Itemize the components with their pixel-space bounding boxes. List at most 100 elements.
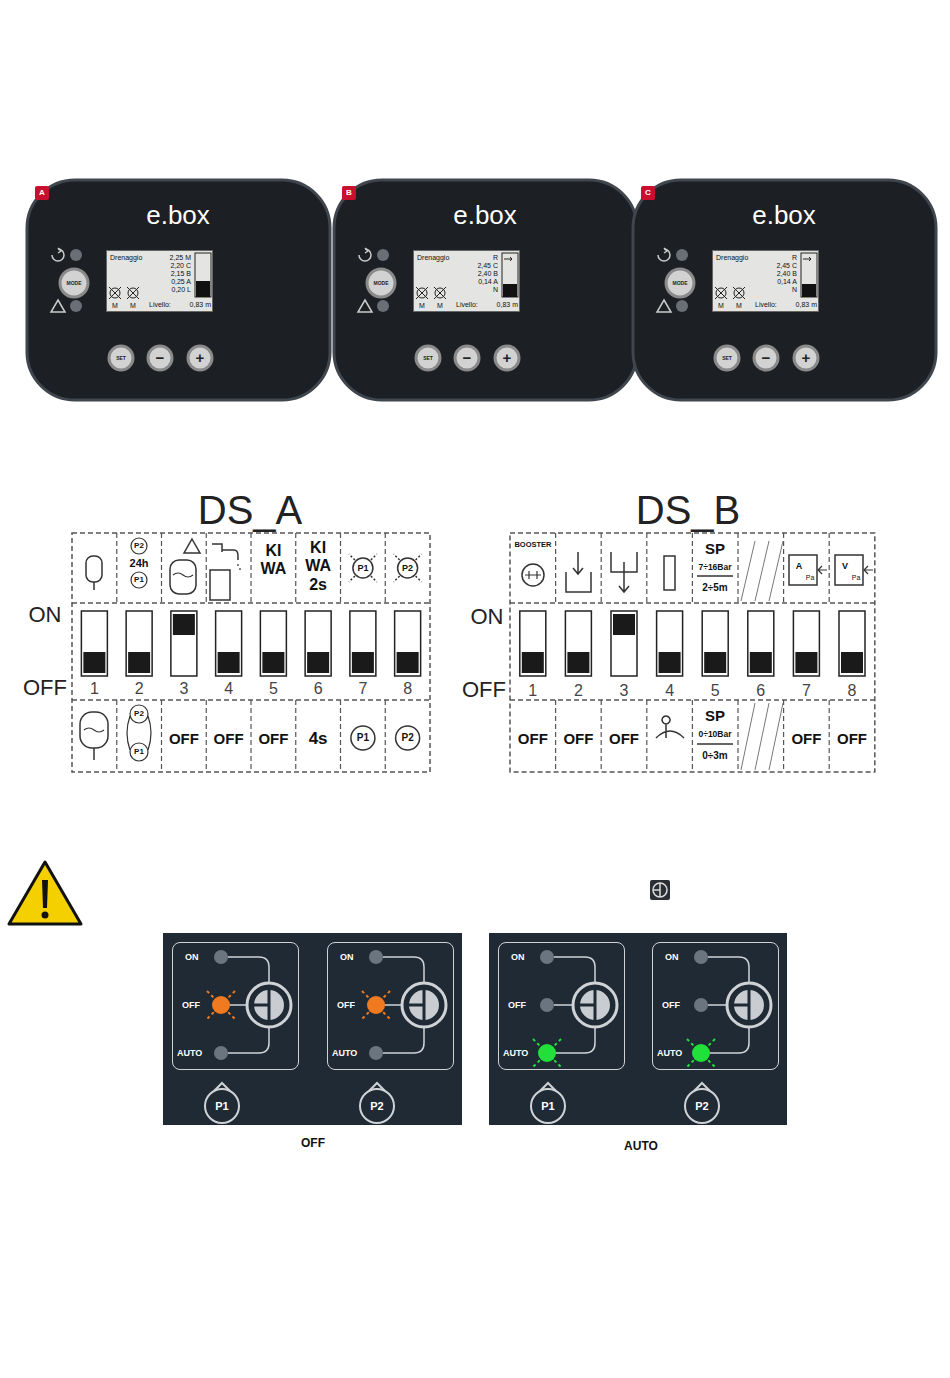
pump-symbol xyxy=(685,1089,719,1123)
label: P2 xyxy=(134,542,144,550)
label: BOOSTER xyxy=(514,541,551,549)
pump-state-icon xyxy=(434,287,446,299)
dip-switch xyxy=(565,611,591,676)
label: MODE xyxy=(67,281,82,286)
label: − xyxy=(156,350,165,365)
display-screen: Drenaggio2,25 M2,20 C2,15 B0,25 A0,20 LM… xyxy=(106,250,213,312)
led-blink-mark xyxy=(207,991,235,1019)
selector-panel: ONOFFAUTOP2 xyxy=(327,942,454,1070)
unused-hatch xyxy=(769,541,783,601)
panel-text: OFF xyxy=(182,1001,200,1010)
dip-table-rule xyxy=(161,533,162,603)
label: DS_B xyxy=(636,490,741,530)
screen-text: 2,15 B xyxy=(171,270,191,277)
selector-knob xyxy=(580,990,595,1020)
screen-text: Livello: xyxy=(755,301,777,308)
selector-knob xyxy=(580,990,610,1020)
exclusion-mark xyxy=(349,554,355,560)
label: 24h xyxy=(130,558,149,569)
pump-symbol xyxy=(205,1089,239,1123)
arrow-in xyxy=(573,552,583,574)
key-button xyxy=(148,346,172,370)
pump-icon xyxy=(131,572,147,588)
display-screen: DrenaggioR2,45 C2,40 B0,14 ANMMLivello:0… xyxy=(712,250,819,312)
dip-table-rule xyxy=(295,533,296,603)
label: C xyxy=(645,189,651,197)
label: OFF xyxy=(301,1137,325,1149)
dip-switch-lever xyxy=(218,652,240,673)
state-led xyxy=(694,998,708,1012)
selector-knob xyxy=(734,990,749,1020)
label: KI WA 2s xyxy=(303,539,333,594)
label: 1 xyxy=(528,683,537,699)
label: OFF xyxy=(837,731,867,746)
unused-hatch xyxy=(769,703,783,770)
mode-button xyxy=(60,269,88,297)
level-fill xyxy=(802,284,816,297)
dip-switch xyxy=(839,611,865,676)
label: OFF xyxy=(169,731,199,746)
pump-state-icon xyxy=(417,288,427,298)
panel-text: ON xyxy=(185,953,199,962)
level-fill xyxy=(503,284,517,297)
label: SP xyxy=(705,541,725,556)
pump-state-icon xyxy=(109,287,121,299)
dip-table-rule xyxy=(340,533,341,603)
exclusion-mark xyxy=(349,576,355,582)
pump-icon xyxy=(131,538,147,554)
exclusion-mark xyxy=(416,554,422,560)
led-blink-mark xyxy=(687,1039,715,1067)
dip-table-rule xyxy=(161,700,162,772)
pump-state-icon xyxy=(734,288,744,298)
label: OFF xyxy=(258,731,288,746)
label: OFF xyxy=(609,731,639,746)
dip-table-rule xyxy=(829,533,830,603)
pump-state-icon xyxy=(733,287,745,299)
dip-table-rule xyxy=(737,700,738,772)
pump-excluded-icon xyxy=(353,558,373,578)
screen-text: 0,25 A xyxy=(171,278,191,285)
state-led xyxy=(369,1046,383,1060)
refresh-icon xyxy=(359,249,371,261)
dip-table-rule xyxy=(692,700,693,772)
selector-panel: ONOFFAUTOP1 xyxy=(498,942,625,1070)
screen-text: Livello: xyxy=(456,301,478,308)
vessel-icon xyxy=(80,712,108,748)
label: OFF xyxy=(214,731,244,746)
refresh-icon xyxy=(658,249,670,261)
dip-switch-lever xyxy=(262,652,284,673)
dip-switch xyxy=(702,611,728,676)
label: 7÷16Bar xyxy=(698,563,731,572)
pump-symbol xyxy=(214,1083,230,1091)
label: Pa xyxy=(806,574,815,581)
selector-knob xyxy=(734,990,764,1020)
panel-text: AUTO xyxy=(332,1049,357,1058)
label: OFF xyxy=(791,731,821,746)
dip-switch-lever xyxy=(750,652,772,673)
label: V xyxy=(842,562,848,571)
unused-hatch xyxy=(741,703,755,770)
fill-icon xyxy=(566,572,591,592)
status-led xyxy=(377,249,389,261)
selector-panel: ONOFFAUTOP1 xyxy=(172,942,299,1070)
dip-switch-lever xyxy=(397,652,419,673)
panel-text: OFF xyxy=(337,1001,355,1010)
label: 7 xyxy=(358,681,367,697)
label: 5 xyxy=(711,683,720,699)
label: e.box xyxy=(453,202,517,228)
screen-text: N xyxy=(792,286,797,293)
screen-text: 2,20 C xyxy=(170,262,191,269)
control-panel xyxy=(489,933,787,1125)
water-drops xyxy=(238,564,240,571)
dip-switch xyxy=(171,611,197,676)
pump-symbol xyxy=(540,1083,556,1091)
dip-switch xyxy=(657,611,683,676)
pump-excluded-icon xyxy=(398,558,418,578)
dip-table-rule xyxy=(601,533,602,603)
sensor-input-icon xyxy=(835,555,863,585)
input-arrow xyxy=(864,566,873,574)
state-led xyxy=(369,950,383,964)
dip-table-rule xyxy=(340,700,341,772)
label: P2 xyxy=(401,733,413,743)
dip-table-border xyxy=(510,533,875,772)
